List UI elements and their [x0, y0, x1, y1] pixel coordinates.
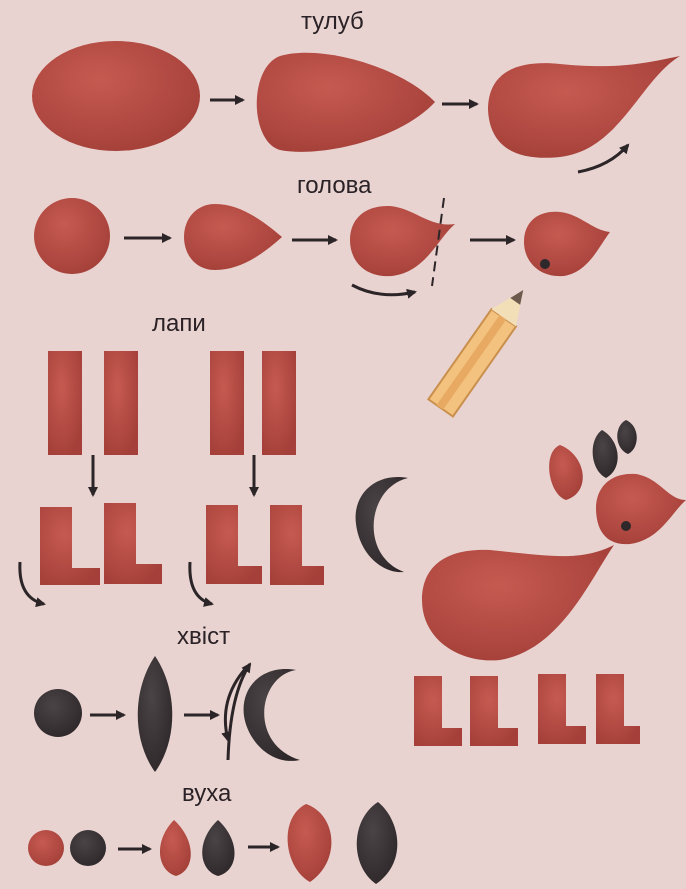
body-step-curved: [488, 56, 680, 158]
assembled-body: [422, 545, 614, 660]
body-step-teardrop: [257, 53, 435, 152]
leg-strips-pair-1: [48, 351, 138, 455]
assembled-head: [596, 474, 686, 544]
tail-step-ball: [34, 689, 82, 737]
ear-step-shell-red: [288, 804, 332, 882]
pencil-icon: [428, 281, 535, 416]
tail-step-crescent: [244, 669, 300, 761]
head-step-beak: [350, 206, 455, 276]
ear-step-shell-dark: [357, 802, 398, 884]
assembled-legs: [414, 674, 640, 746]
body-step-oval: [32, 41, 200, 151]
ear-step-ball-red: [28, 830, 64, 866]
eye-hole: [621, 521, 631, 531]
head-step-ball: [34, 198, 110, 274]
assembled-ear-red: [549, 445, 583, 500]
ear-step-drop-red: [160, 820, 191, 876]
boot-legs-pair-2: [206, 505, 324, 585]
assembled-ear-dark: [593, 430, 618, 478]
tail-step-spindle: [138, 656, 173, 772]
leg-strips-pair-2: [210, 351, 296, 455]
ear-step-drop-dark: [202, 820, 234, 876]
head-step-final: [524, 212, 610, 276]
head-step-teardrop: [184, 204, 282, 270]
ear-step-ball-dark: [70, 830, 106, 866]
assembled-ear-dark-2: [617, 420, 637, 454]
eye-hole: [540, 259, 550, 269]
curve-arrow-icon: [352, 285, 415, 295]
assembled-tail: [356, 477, 408, 572]
boot-legs-pair-1: [40, 503, 162, 585]
